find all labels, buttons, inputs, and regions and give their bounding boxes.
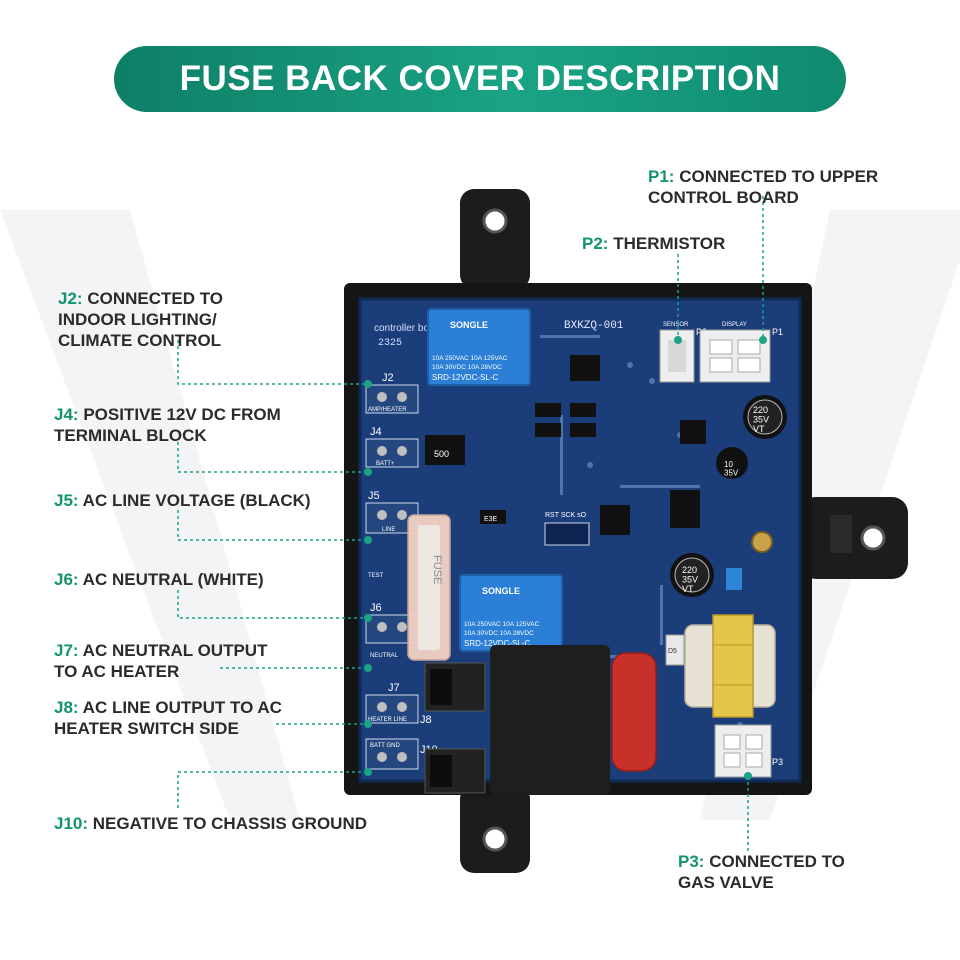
label-j4: J4: POSITIVE 12V DC FROM TERMINAL BLOCK	[54, 404, 281, 446]
label-j7: J7: AC NEUTRAL OUTPUT TO AC HEATER	[54, 640, 267, 682]
label-j5-code: J5:	[54, 491, 79, 510]
sensor-label: SENSOR	[663, 322, 689, 328]
terminal-strip: J2 AMP/HEATER J4 BATT+ J5 LINE TEST J6 N…	[365, 372, 438, 770]
label-j7-desc: AC NEUTRAL OUTPUT TO AC HEATER	[54, 641, 268, 681]
board-j6: J6	[370, 602, 382, 614]
bottom-mounting-tab	[460, 785, 530, 873]
board-p3: P3	[772, 757, 783, 767]
fuse: FUSE	[407, 514, 451, 661]
board-heater-line: HEATER LINE	[368, 717, 407, 723]
ic-e3e-label: E3E	[484, 516, 498, 523]
label-j2: J2: CONNECTED TO INDOOR LIGHTING/ CLIMAT…	[58, 288, 223, 351]
board-p1: P1	[772, 327, 783, 337]
top-relay-brand: SONGLE	[450, 320, 488, 330]
bottom-relay: SONGLE 10A 250VAC 10A 125VAC 10A 30VDC 1…	[459, 574, 563, 652]
bottom-relay-brand: SONGLE	[482, 586, 520, 596]
label-j6-code: J6:	[54, 570, 79, 589]
label-j10-code: J10:	[54, 814, 89, 833]
label-j7-code: J7:	[54, 641, 79, 660]
board-j5: J5	[368, 490, 380, 502]
p1-connector	[699, 329, 771, 383]
top-relay: SONGLE 10A 250VAC 10A 125VAC 10A 30VDC 1…	[427, 308, 531, 386]
display-label: DISPLAY	[722, 322, 747, 328]
terminal-block	[424, 645, 610, 795]
p3-connector	[714, 724, 772, 778]
label-p1: P1: CONNECTED TO UPPER CONTROL BOARD	[648, 166, 878, 208]
fuse-label: FUSE	[431, 555, 443, 584]
diode-d5-label: D5	[668, 648, 677, 655]
label-j4-desc: POSITIVE 12V DC FROM TERMINAL BLOCK	[54, 405, 281, 445]
control-board-illustration: controller bo 2325 BXKZQ-001 SONGLE 10A …	[344, 189, 908, 873]
board-test: TEST	[368, 573, 384, 579]
label-p2-code: P2:	[582, 234, 609, 253]
board-controller-text: controller bo	[374, 323, 429, 334]
board-amp-heater: AMP/HEATER	[368, 407, 407, 413]
label-j8-desc: AC LINE OUTPUT TO AC HEATER SWITCH SIDE	[54, 698, 282, 738]
transformer	[684, 614, 776, 718]
top-relay-model: SRD-12VDC-SL-C	[432, 373, 498, 382]
label-j6-desc: AC NEUTRAL (WHITE)	[82, 570, 264, 589]
label-p3: P3: CONNECTED TO GAS VALVE	[678, 851, 845, 893]
top-mounting-tab	[460, 189, 530, 289]
right-mounting-tab	[800, 497, 908, 579]
board-model-text: BXKZQ-001	[564, 320, 624, 332]
bottom-relay-spec-1: 10A 250VAC 10A 125VAC	[464, 621, 540, 628]
label-j2-desc: CONNECTED TO INDOOR LIGHTING/ CLIMATE CO…	[58, 289, 224, 350]
label-p3-code: P3:	[678, 852, 705, 871]
label-j5-desc: AC LINE VOLTAGE (BLACK)	[82, 491, 311, 510]
label-p2: P2: THERMISTOR	[582, 233, 725, 254]
small-blue-cap	[726, 568, 742, 590]
board-batch-text: 2325	[378, 338, 402, 349]
page-title: FUSE BACK COVER DESCRIPTION	[179, 59, 781, 98]
mount-screw	[751, 531, 773, 553]
board-batt-pos: BATT+	[376, 461, 395, 467]
label-j6: J6: AC NEUTRAL (WHITE)	[54, 569, 264, 590]
top-relay-spec-1: 10A 250VAC 10A 125VAC	[432, 355, 508, 362]
label-j5: J5: AC LINE VOLTAGE (BLACK)	[54, 490, 311, 511]
label-p2-desc: THERMISTOR	[613, 234, 726, 253]
film-capacitor	[611, 652, 657, 772]
board-batt-gnd: BATT GND	[370, 743, 400, 749]
rst-header-label: RST SCK sO	[545, 512, 587, 519]
label-j10: J10: NEGATIVE TO CHASSIS GROUND	[54, 813, 367, 834]
programming-header	[544, 522, 590, 546]
label-j8-code: J8:	[54, 698, 79, 717]
label-j8: J8: AC LINE OUTPUT TO AC HEATER SWITCH S…	[54, 697, 282, 739]
label-j10-desc: NEGATIVE TO CHASSIS GROUND	[92, 814, 367, 833]
board-j7: J7	[388, 682, 400, 694]
title-banner: FUSE BACK COVER DESCRIPTION	[114, 46, 846, 112]
label-j2-code: J2:	[58, 289, 83, 308]
label-j4-code: J4:	[54, 405, 79, 424]
label-p1-desc: CONNECTED TO UPPER CONTROL BOARD	[648, 167, 879, 207]
label-p1-code: P1:	[648, 167, 675, 186]
board-j4: J4	[370, 426, 382, 438]
bottom-relay-model: SRD-12VDC-SL-C	[464, 639, 530, 648]
diode-d5	[665, 634, 685, 666]
bottom-relay-spec-2: 10A 30VDC 10A 28VDC	[464, 630, 534, 637]
board-line: LINE	[382, 527, 395, 533]
board-neutral: NEUTRAL	[370, 653, 399, 659]
top-relay-spec-2: 10A 30VDC 10A 28VDC	[432, 364, 502, 371]
label-p3-desc: CONNECTED TO GAS VALVE	[678, 852, 845, 892]
board-j2: J2	[382, 372, 394, 384]
board-j8: J8	[420, 714, 432, 726]
ic-chips: E3E	[480, 355, 706, 535]
resistor-500	[425, 435, 465, 465]
resistor-500-label: 500	[434, 449, 449, 459]
